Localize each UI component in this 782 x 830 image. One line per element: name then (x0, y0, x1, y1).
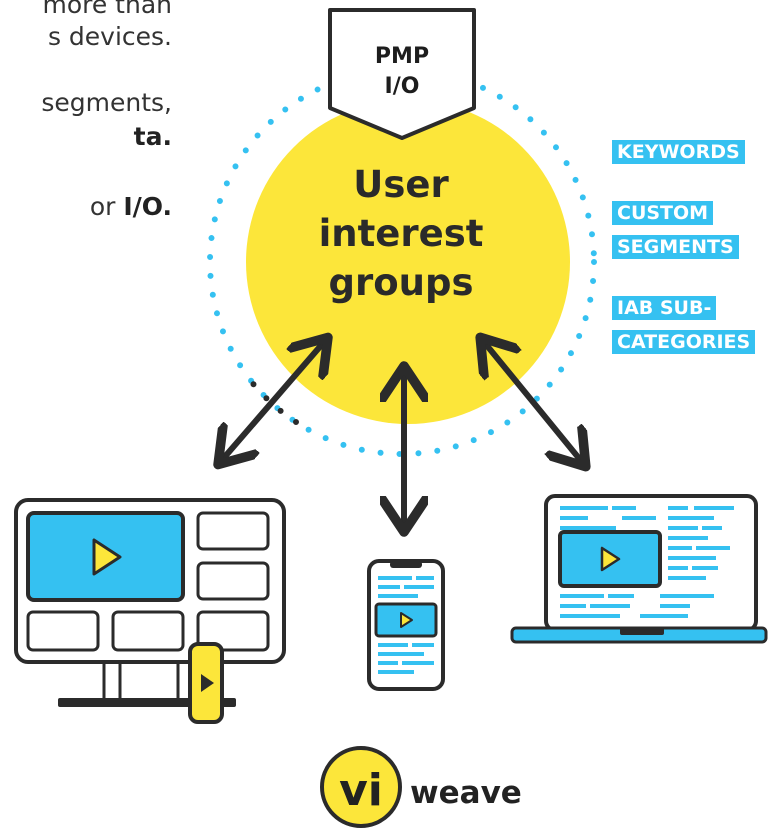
play-icon (201, 674, 214, 692)
intro-line-2: s devices. (47, 22, 172, 51)
iab-subcategories-tag-line-1: IAB SUB- (612, 296, 717, 320)
laptop-icon (510, 494, 768, 644)
iab-subcategories-tag-line-2: CATEGORIES (612, 330, 756, 354)
vi-logo-mark: vi (339, 765, 383, 816)
keywords-tag: KEYWORDS (612, 140, 745, 164)
custom-segments-tag-line-1: CUSTOM (612, 201, 714, 225)
custom-segments-tag-line-2: SEGMENTS (612, 235, 739, 259)
arrow-desktop (222, 342, 324, 460)
center-line-1: User (353, 163, 449, 206)
center-line-2: interest (318, 212, 484, 255)
play-icon (600, 546, 621, 572)
smartphone-icon (367, 559, 445, 691)
intro-line-4: ta. (134, 122, 172, 151)
intro-line-1: more than (42, 0, 172, 19)
intro-line-5-bold: I/O. (123, 192, 172, 221)
desktop-monitor-icon (14, 498, 286, 707)
tablet-stick-icon (188, 642, 224, 724)
user-interest-groups-title: User interest groups (290, 160, 512, 307)
play-icon (92, 538, 122, 576)
intro-line-3: segments, (41, 88, 172, 117)
vi-logo-circle (320, 746, 402, 828)
pmp-label-line-1: PMP (374, 44, 430, 69)
arrow-laptop (484, 342, 582, 462)
pmp-io-label: PMP I/O (330, 10, 474, 102)
center-line-3: groups (328, 261, 474, 304)
intro-text: more than s devices. segments, ta. or I/… (0, 0, 200, 240)
intro-line-5: or I/O. (90, 192, 172, 221)
intro-line-4-bold: ta. (133, 122, 172, 151)
weave-logo-word: weave (410, 775, 522, 811)
play-icon (400, 612, 413, 628)
pmp-label-line-2: I/O (384, 74, 420, 99)
pmp-io-badge (328, 8, 476, 140)
intro-line-5-plain: or (89, 192, 124, 221)
